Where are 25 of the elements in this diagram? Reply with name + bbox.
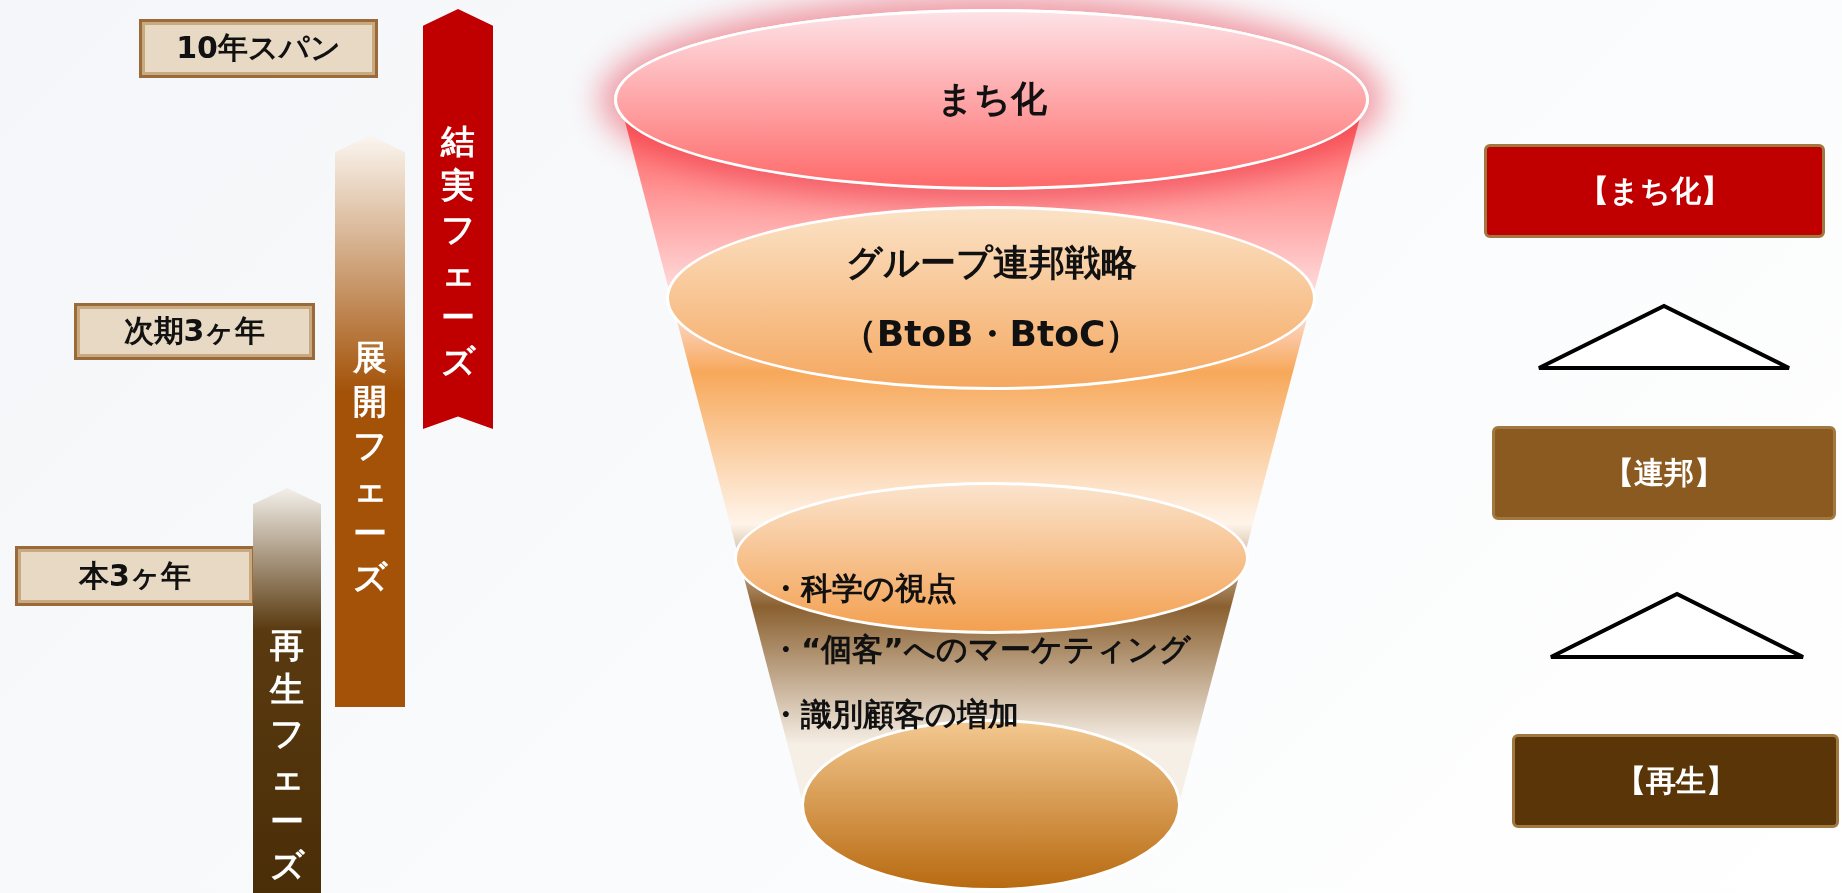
phase-label: 再生フェーズ bbox=[269, 624, 305, 887]
level-label: 【まち化】 bbox=[1578, 171, 1731, 210]
bullet-text: ・“個客”へのマーケティング bbox=[770, 630, 1191, 669]
level-label: 【連邦】 bbox=[1604, 453, 1724, 492]
period-tag bbox=[15, 546, 255, 606]
phase-label: 展開フェーズ bbox=[352, 336, 388, 599]
level-box bbox=[1484, 144, 1825, 238]
triangle-shape bbox=[1536, 303, 1792, 371]
period-label: 本3ヶ年 bbox=[79, 556, 191, 595]
phase-label: 結実フェーズ bbox=[440, 120, 476, 383]
heading-text: まち化 bbox=[936, 77, 1047, 121]
phase-banner bbox=[335, 135, 405, 707]
period-label: 10年スパン bbox=[176, 29, 341, 67]
level-label: 【再生】 bbox=[1615, 761, 1736, 800]
triangle-shape bbox=[1548, 591, 1806, 660]
subheading-text: （BtoB・BtoC） bbox=[840, 312, 1142, 356]
level-box bbox=[1512, 734, 1839, 828]
period-tag bbox=[139, 19, 378, 78]
heading-text: グループ連邦戦略 bbox=[845, 241, 1137, 285]
period-tag bbox=[74, 303, 315, 360]
period-label: 次期3ヶ年 bbox=[123, 312, 266, 350]
phase-banner bbox=[253, 488, 321, 893]
level-box bbox=[1492, 426, 1836, 520]
bullet-text: ・科学の視点 bbox=[770, 569, 957, 608]
bullet-text: ・識別顧客の増加 bbox=[770, 695, 1019, 734]
